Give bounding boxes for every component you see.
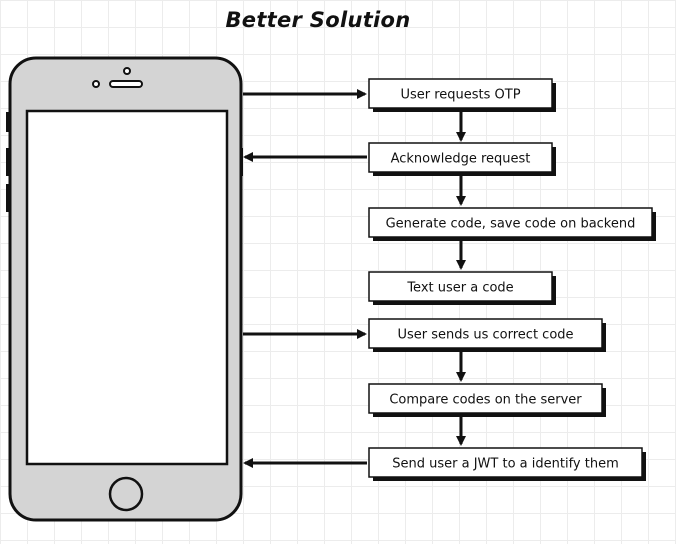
phone-sensor-icon [92, 80, 100, 88]
diagram-title: Better Solution [225, 8, 411, 32]
step-label-6: Compare codes on the server [389, 393, 582, 408]
step-label-4: Text user a code [406, 281, 513, 296]
phone-speaker-icon [109, 80, 143, 88]
step-label-2: Acknowledge request [391, 152, 531, 167]
step-box-4: Text user a code [368, 271, 556, 305]
step-box-1: User requests OTP [368, 78, 556, 112]
step-box-7: Send user a JWT to a identify them [368, 447, 646, 481]
step-box-2: Acknowledge request [368, 142, 556, 176]
phone-camera-icon [123, 67, 131, 75]
step-label-3: Generate code, save code on backend [386, 217, 636, 232]
step-label-1: User requests OTP [400, 88, 520, 103]
step-box-5: User sends us correct code [368, 318, 606, 352]
step-box-6: Compare codes on the server [368, 383, 606, 417]
step-label-5: User sends us correct code [397, 328, 573, 343]
step-label-7: Send user a JWT to a identify them [392, 457, 618, 472]
step-box-3: Generate code, save code on backend [368, 207, 656, 241]
phone-home-button-icon [108, 476, 144, 512]
phone-screen [25, 109, 229, 466]
phone-icon [6, 56, 243, 522]
